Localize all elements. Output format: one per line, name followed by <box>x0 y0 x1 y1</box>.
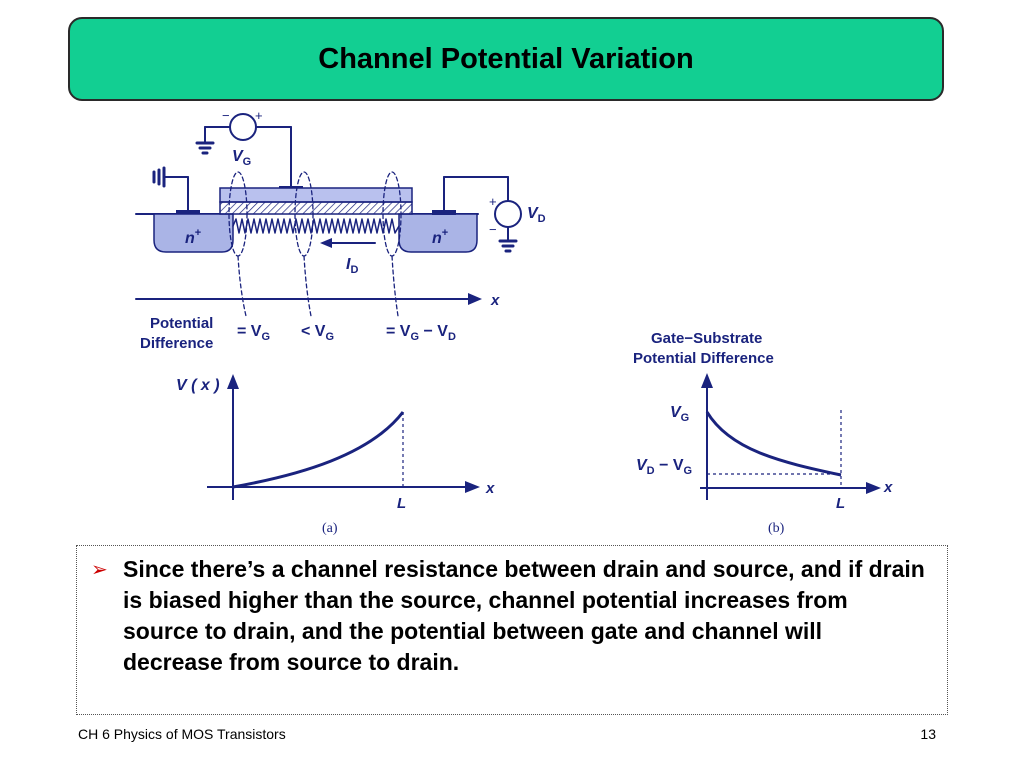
source-contact <box>176 210 200 215</box>
title-bar: Channel Potential Variation <box>68 17 944 101</box>
plot-b-y-arrow-icon <box>701 373 713 388</box>
drain-n-region <box>398 213 478 253</box>
drain-region-label: n+ <box>432 227 448 247</box>
pd-at-source: = VG <box>237 323 270 343</box>
bullet-text: Since there’s a channel resistance betwe… <box>123 556 925 675</box>
ground-icon <box>195 141 215 155</box>
drain-ground-icon <box>498 239 518 253</box>
potential-difference-label-line2: Difference <box>140 335 213 352</box>
bullet-arrow-icon: ➢ <box>91 557 108 581</box>
gate-source-minus: − <box>222 108 230 123</box>
gate-oxide <box>219 201 413 215</box>
source-region-label: n+ <box>185 227 201 247</box>
plot-a-caption: (a) <box>322 521 338 536</box>
position-axis-arrow-icon <box>468 293 482 305</box>
plot-b-title-line1: Gate−Substrate <box>651 330 762 347</box>
slide-title: Channel Potential Variation <box>318 42 694 75</box>
plot-a-l-label: L <box>397 495 406 512</box>
drain-source-minus: − <box>489 222 497 237</box>
plot-a-y-arrow-icon <box>227 374 239 389</box>
channel-resistance <box>232 218 400 234</box>
drain-source-plus: + <box>489 194 497 209</box>
drain-voltage-source-icon <box>494 200 522 228</box>
mid-drop-line <box>303 255 312 317</box>
plot-b-x-arrow-icon <box>866 482 881 494</box>
plot-a-ylabel: V ( x ) <box>176 377 220 394</box>
plot-a-curve <box>232 411 405 489</box>
source-n-region <box>153 213 234 253</box>
plot-b-l-label: L <box>836 495 845 512</box>
bullet-item: ➢ Since there’s a channel resistance bet… <box>91 554 927 678</box>
source-ground-icon <box>152 166 166 188</box>
drain-current-arrowhead-icon <box>320 238 332 248</box>
bullet-text-box: ➢ Since there’s a channel resistance bet… <box>76 545 948 715</box>
footer-page-number: 13 <box>920 726 936 742</box>
plot-a: V ( x ) x L (a) <box>176 374 495 536</box>
pd-at-drain: = VG − VD <box>386 323 456 343</box>
plot-b-y-top-label: VG <box>670 404 689 424</box>
plot-b-caption: (b) <box>768 521 785 536</box>
mos-cross-section: − + VG n+ n+ <box>135 108 546 352</box>
gate-source-plus: + <box>255 108 263 123</box>
pd-middle: < VG <box>301 323 334 343</box>
drain-drop-line <box>391 255 399 317</box>
plot-b: Gate−Substrate Potential Difference VG V… <box>633 330 893 536</box>
plot-b-title-line2: Potential Difference <box>633 350 774 367</box>
plot-b-curve <box>705 411 842 477</box>
gate-electrode <box>219 187 413 203</box>
figure: − + VG n+ n+ <box>135 108 893 536</box>
drain-source-label: VD <box>527 205 546 225</box>
gate-voltage-source-icon <box>229 113 257 141</box>
source-drop-line <box>237 255 247 317</box>
plot-a-x-arrow-icon <box>465 481 480 493</box>
gate-source-label: VG <box>232 148 251 168</box>
plot-b-xlabel: x <box>883 479 893 496</box>
position-axis-label: x <box>490 292 500 309</box>
drain-current-label: ID <box>346 256 358 276</box>
plot-a-xlabel: x <box>485 480 495 497</box>
potential-difference-label-line1: Potential <box>150 315 213 332</box>
plot-b-y-bottom-label: VD − VG <box>636 457 692 477</box>
footer-chapter: CH 6 Physics of MOS Transistors <box>78 726 286 742</box>
